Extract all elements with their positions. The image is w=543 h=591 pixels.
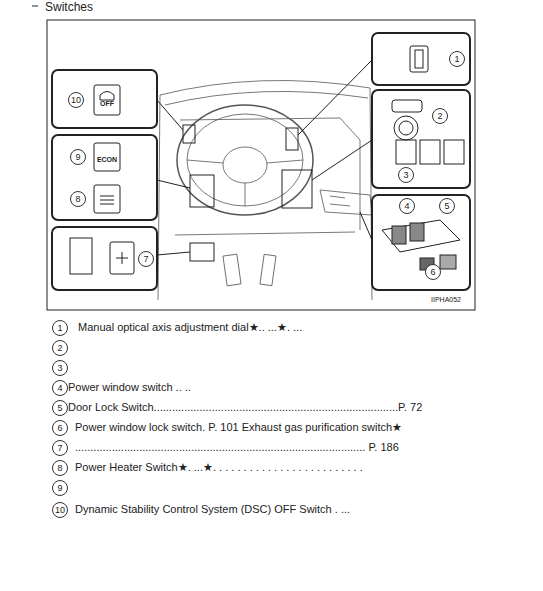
dsc-switch-icon [94,85,120,115]
list-text: Door Lock Switch........................… [68,401,422,414]
callout-number: 8 [70,191,86,207]
power-window-switch [410,223,424,241]
callout-number: 2 [52,340,68,356]
dial-icon [410,46,428,72]
callout-number: 10 [68,92,84,108]
list-text: ........................................… [75,441,399,454]
dial-icon [415,50,423,68]
switch-marking: OFF [100,100,114,108]
heater-switch-icon [94,185,120,213]
door-lock-switch [440,255,456,269]
callout-number: 5 [52,400,68,416]
exhaust-symbol [116,252,128,264]
power-window-switch [392,226,406,244]
door-panel [382,220,460,252]
switch-icon [420,140,440,164]
heater-symbol [100,196,114,204]
switch-icon [444,140,464,164]
switch-location [183,125,195,143]
callout-number: 9 [70,149,86,165]
econ-switch-icon [94,143,120,171]
blank-switch [70,238,92,274]
switch-icon [396,140,416,164]
callout-panel [52,70,157,128]
callout-number: 10 [52,502,68,518]
leader-line [157,60,372,255]
switch-icon [392,100,422,112]
list-text: Power window switch .. .. [68,381,191,394]
dial-icon [394,116,418,140]
section-title: Switches [45,0,93,14]
switch-location [190,175,214,207]
callout-number: 3 [398,167,414,183]
list-text: Power window lock switch. P. 101 Exhaust… [75,421,402,434]
callout-number: 8 [52,460,68,476]
callout-number: 1 [52,320,68,336]
callout-number: 6 [52,420,68,436]
dashboard [158,80,372,300]
callout-number: 1 [449,51,465,67]
switch-marking: ECON [97,156,117,164]
callout-number: 5 [439,198,455,214]
callout-number: 9 [52,480,68,496]
callout-number: 3 [52,360,68,376]
callout-number: 7 [52,440,68,456]
switch-location [190,243,214,261]
callout-number: 4 [399,198,415,214]
callout-number: 2 [432,108,448,124]
callout-panel [52,135,157,220]
switch-location [286,128,298,150]
dial-icon [399,121,413,135]
figure-code: IIPHA052 [431,296,461,304]
callout-number: 6 [425,264,441,280]
list-text: Dynamic Stability Control System (DSC) O… [75,503,350,516]
callout-panel [52,227,157,290]
car-symbol [100,92,114,101]
callout-number: 7 [138,251,154,267]
switch-location [282,170,312,208]
callout-panel [372,33,470,85]
callout-panel [372,195,470,290]
callout-number: 4 [52,380,68,396]
callout-panel [372,90,470,188]
figure-frame [47,20,475,310]
bullet-dash [32,6,38,7]
exhaust-switch-icon [110,242,134,274]
list-text: Manual optical axis adjustment dial★.. .… [78,321,302,334]
list-text: Power Heater Switch★. ...★. . . . . . . … [75,461,363,474]
